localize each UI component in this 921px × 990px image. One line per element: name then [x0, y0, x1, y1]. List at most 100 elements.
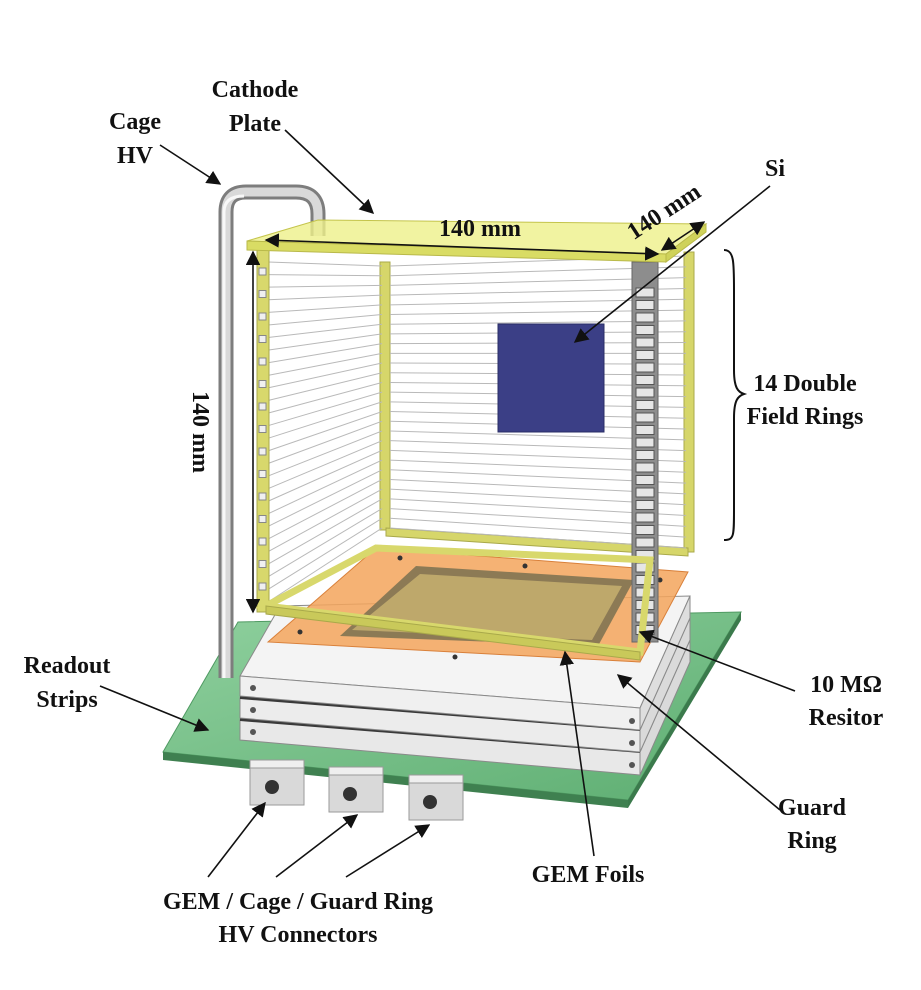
resistor: [635, 525, 655, 535]
svg-text:Ring: Ring: [787, 828, 836, 854]
label-readout-strips: Readout Strips: [24, 653, 111, 713]
resistor: [635, 350, 655, 360]
pad: [258, 515, 267, 523]
resistor: [635, 412, 655, 423]
pad: [258, 425, 267, 433]
hv-connector-gem: [249, 759, 305, 806]
left-post-pads: [258, 267, 267, 591]
dimension-width: 140 mm: [264, 216, 660, 261]
field-wire: [267, 323, 383, 339]
resistor: [635, 300, 655, 310]
svg-text:Readout: Readout: [24, 653, 111, 679]
field-wire: [267, 411, 383, 452]
field-wire: [267, 274, 383, 277]
field-wire: [267, 420, 383, 464]
svg-text:Guard: Guard: [778, 795, 847, 821]
svg-text:Strips: Strips: [36, 687, 97, 713]
label-gem-foils: GEM Foils: [532, 862, 645, 888]
field-wire: [267, 343, 383, 364]
pad: [258, 492, 267, 501]
resistor: [635, 500, 655, 510]
field-wire: [267, 304, 383, 313]
svg-text:Cage: Cage: [109, 109, 161, 135]
field-wire: [267, 333, 383, 351]
field-wire: [267, 440, 383, 490]
label-resistor: 10 MΩ Resitor: [809, 672, 884, 731]
resistor: [635, 512, 655, 523]
field-wire: [267, 527, 383, 603]
svg-text:Plate: Plate: [229, 111, 281, 137]
field-wire: [267, 284, 383, 288]
label-field-rings: 14 Double Field Rings: [747, 371, 864, 430]
pad: [258, 470, 267, 478]
label-cage-hv: Cage HV: [109, 109, 161, 169]
svg-text:Cathode: Cathode: [212, 77, 299, 103]
dimension-height-label: 140 mm: [187, 391, 213, 473]
field-wire: [267, 294, 383, 301]
hv-connector-guard-ring: [408, 774, 464, 821]
svg-text:14 Double: 14 Double: [753, 371, 857, 397]
resistor: [635, 475, 655, 485]
resistor: [635, 437, 655, 448]
field-wire: [267, 498, 383, 565]
si-detector: [497, 323, 605, 433]
resistor: [635, 462, 655, 473]
field-wire: [267, 261, 383, 267]
resistor: [635, 337, 655, 348]
svg-text:HV Connectors: HV Connectors: [219, 922, 378, 948]
field-wire: [267, 401, 383, 439]
label-hv-connectors: GEM / Cage / Guard Ring HV Connectors: [163, 889, 433, 948]
svg-text:10 MΩ: 10 MΩ: [810, 672, 882, 698]
resistor: [635, 312, 655, 323]
resistor: [635, 450, 655, 460]
dimension-width-label: 140 mm: [439, 216, 521, 242]
guard-ring: [266, 547, 689, 663]
pad: [258, 380, 267, 388]
pad: [258, 267, 267, 276]
label-si: Si: [765, 156, 785, 182]
resistor: [635, 387, 655, 398]
annotation-arrows: [99, 129, 796, 878]
pad: [258, 447, 267, 456]
field-wire: [267, 459, 383, 515]
pad: [258, 402, 267, 411]
gem-foil-stack: [239, 595, 691, 776]
pad: [258, 357, 267, 366]
field-wire: [267, 362, 383, 389]
resistor: [635, 487, 655, 498]
svg-text:HV: HV: [117, 143, 154, 169]
hv-connector-cage: [328, 766, 384, 813]
resistor: [635, 537, 655, 548]
field-wire: [267, 517, 383, 590]
label-guard-ring: Guard Ring: [778, 795, 847, 854]
field-wire: [267, 488, 383, 553]
field-wire: [267, 449, 383, 502]
resistor: [635, 362, 655, 373]
field-wire: [267, 314, 383, 326]
field-wire: [267, 372, 383, 402]
field-wire: [267, 391, 383, 427]
svg-text:GEM / Cage / Guard Ring: GEM / Cage / Guard Ring: [163, 889, 433, 915]
pad: [258, 335, 267, 343]
svg-text:Resitor: Resitor: [809, 705, 884, 731]
resistor: [635, 425, 655, 435]
field-wire: [267, 430, 383, 477]
dimension-height: 140 mm: [187, 250, 261, 614]
field-wire: [267, 469, 383, 527]
pad: [258, 312, 267, 321]
resistor: [635, 287, 655, 298]
resistor: [635, 325, 655, 335]
resistor: [635, 375, 655, 385]
field-wires-left: [267, 261, 383, 603]
field-rings-brace: [723, 249, 748, 541]
field-wire: [267, 352, 383, 376]
frame-mount-holes: [250, 685, 635, 768]
pad: [258, 537, 267, 546]
label-cathode-plate: Cathode Plate: [212, 77, 299, 137]
field-wire: [267, 508, 383, 578]
pad: [258, 582, 267, 591]
pad: [258, 290, 267, 298]
field-wire: [267, 479, 383, 540]
resistor: [635, 400, 655, 410]
